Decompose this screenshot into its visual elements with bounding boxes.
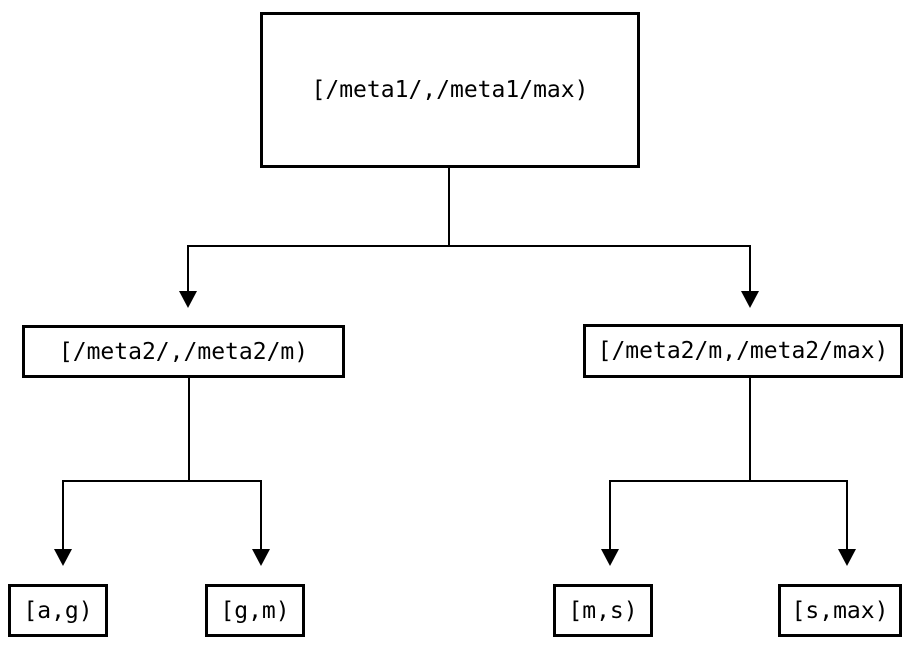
edge-root-to-mid-left [187, 247, 189, 292]
node-leaf-ag-label: [a,g) [23, 597, 93, 624]
arrowhead-icon [252, 549, 270, 566]
arrowhead-icon [838, 549, 856, 566]
node-root: [/meta1/,/meta1/max) [260, 12, 640, 168]
node-leaf-ms: [m,s) [553, 584, 653, 637]
arrowhead-icon [741, 291, 759, 308]
node-leaf-gm-label: [g,m) [220, 597, 290, 624]
node-leaf-smax-label: [s,max) [791, 597, 889, 624]
node-leaf-ms-label: [m,s) [568, 597, 638, 624]
edge-mid-left-to-leaf-gm [260, 482, 262, 550]
arrowhead-icon [179, 291, 197, 308]
node-leaf-smax: [s,max) [778, 584, 902, 637]
edge-mid-right-to-leaf-ms [609, 482, 611, 550]
edge-mid-right-to-leaf-smax [846, 482, 848, 550]
node-leaf-ag: [a,g) [8, 584, 108, 637]
edge-mid-right-stem [749, 378, 751, 482]
edge-mid-left-to-leaf-ag [62, 482, 64, 550]
edge-mid-left-horizontal [62, 480, 262, 482]
node-mid-left: [/meta2/,/meta2/m) [22, 325, 345, 378]
node-leaf-gm: [g,m) [205, 584, 305, 637]
edge-root-stem [448, 168, 450, 247]
edge-root-horizontal [187, 245, 751, 247]
arrowhead-icon [601, 549, 619, 566]
node-mid-right: [/meta2/m,/meta2/max) [583, 324, 903, 378]
arrowhead-icon [54, 549, 72, 566]
edge-mid-left-stem [188, 378, 190, 482]
node-mid-right-label: [/meta2/m,/meta2/max) [597, 338, 889, 364]
edge-mid-right-horizontal [609, 480, 848, 482]
node-mid-left-label: [/meta2/,/meta2/m) [58, 338, 309, 365]
edge-root-to-mid-right [749, 247, 751, 292]
node-root-label: [/meta1/,/meta1/max) [311, 77, 589, 103]
